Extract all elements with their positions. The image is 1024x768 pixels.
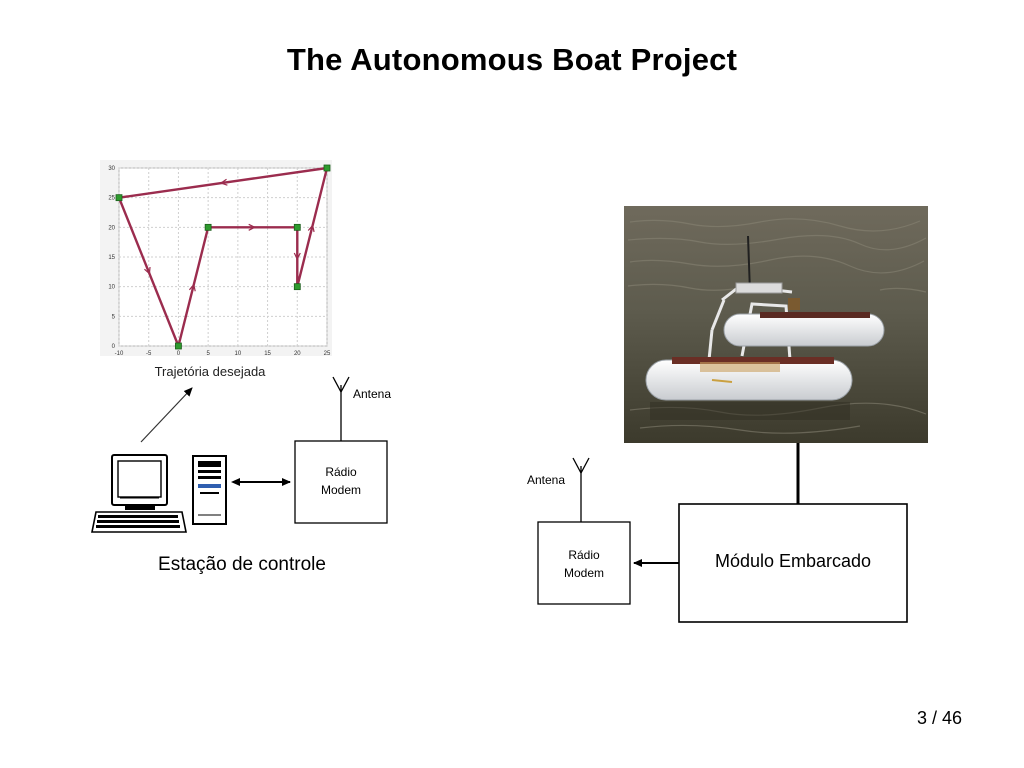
boat-antenna-icon xyxy=(572,457,590,522)
trajectory-caption: Trajetória desejada xyxy=(155,364,267,379)
trajectory-waypoint xyxy=(115,194,123,202)
trajectory-direction-arrow xyxy=(293,252,301,261)
station-to-plot-arrow xyxy=(140,387,193,443)
onboard-module-label: Módulo Embarcado xyxy=(715,551,871,571)
trajectory-direction-arrow xyxy=(144,266,151,275)
trajectory-direction-arrows xyxy=(144,178,315,292)
plot-x-tick-label: 15 xyxy=(264,351,271,357)
boat-photo xyxy=(624,206,928,443)
trajectory-waypoints xyxy=(115,164,331,350)
plot-y-tick-label: 15 xyxy=(108,255,115,261)
page-number: 3 / 46 xyxy=(916,708,962,728)
plot-x-tick-labels: -10 -5 0 5 10 15 20 25 xyxy=(115,351,331,357)
trajectory-waypoint xyxy=(175,342,182,350)
plot-x-tick-label: 25 xyxy=(324,351,331,357)
trajectory-direction-arrow xyxy=(248,223,257,231)
trajectory-direction-arrow xyxy=(307,224,315,233)
plot-y-tick-label: 20 xyxy=(108,225,115,231)
plot-x-tick-label: 20 xyxy=(294,351,301,357)
station-radio-modem-line2: Modem xyxy=(321,483,361,497)
computer-monitor-icon xyxy=(111,454,168,510)
plot-x-tick-label: -5 xyxy=(146,351,152,357)
trajectory-waypoint xyxy=(293,283,301,291)
plot-y-tick-label: 25 xyxy=(108,196,115,202)
boat-radio-modem-line1: Rádio xyxy=(568,548,600,562)
station-antenna-icon xyxy=(332,376,350,441)
control-station-label: Estação de controle xyxy=(158,554,326,575)
computer-keyboard-icon xyxy=(91,511,187,533)
plot-y-tick-label: 10 xyxy=(108,285,115,291)
station-radio-modem-box xyxy=(294,440,388,524)
plot-y-tick-label: 0 xyxy=(112,344,116,350)
plot-y-tick-label: 30 xyxy=(108,166,115,172)
boat-antenna-label: Antena xyxy=(527,473,565,487)
computer-tower-icon xyxy=(192,455,227,525)
trajectory-waypoint xyxy=(293,223,301,231)
trajectory-direction-arrow xyxy=(219,178,228,186)
plot-x-tick-label: -10 xyxy=(115,351,124,357)
trajectory-waypoint xyxy=(323,164,331,172)
trajectory-direction-arrow xyxy=(188,283,196,292)
trajectory-plot: -10 -5 0 5 10 15 20 25 0 5 10 15 20 25 30 Trajetória … xyxy=(100,160,332,379)
station-radio-modem-line1: Rádio xyxy=(325,465,357,479)
plot-x-tick-label: 10 xyxy=(235,351,242,357)
station-antenna-label: Antena xyxy=(353,387,391,401)
onboard-module-box xyxy=(678,503,908,623)
boat-radio-modem-box xyxy=(537,521,631,605)
trajectory-waypoint xyxy=(204,223,212,231)
plot-x-tick-label: 0 xyxy=(177,351,181,357)
plot-y-tick-labels: 0 5 10 15 20 25 30 xyxy=(108,166,115,350)
slide-title: The Autonomous Boat Project xyxy=(286,42,738,77)
plot-x-tick-label: 5 xyxy=(206,351,210,357)
boat-radio-modem-line2: Modem xyxy=(564,566,604,580)
plot-y-tick-label: 5 xyxy=(112,314,116,320)
